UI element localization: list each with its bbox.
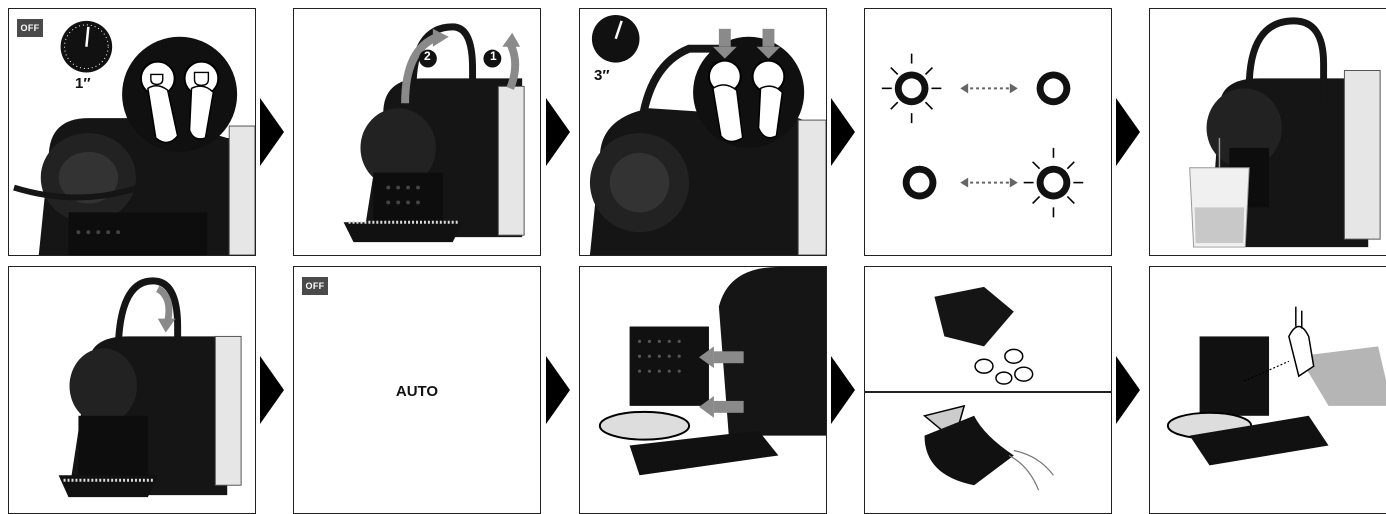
step-panel-3: 3″ xyxy=(579,8,827,256)
step-panel-10 xyxy=(1149,266,1386,514)
hand-icon xyxy=(1289,307,1314,376)
next-step-arrow xyxy=(260,356,284,424)
step-number-1: 1 xyxy=(490,49,497,63)
step-panel-4 xyxy=(864,8,1112,256)
next-step-arrow xyxy=(1116,356,1140,424)
drip-tray-removal-illustration xyxy=(580,267,826,513)
empty-container-illustration xyxy=(865,267,1111,513)
timer-label: 3″ xyxy=(594,67,610,84)
step-panel-8 xyxy=(579,266,827,514)
step-panel-2: 2 1 xyxy=(293,8,541,256)
auto-label: AUTO xyxy=(294,383,540,400)
step-panel-9 xyxy=(864,266,1112,514)
next-step-arrow xyxy=(260,98,284,166)
next-step-arrow xyxy=(831,356,855,424)
step-panel-1: OFF 1″ xyxy=(8,8,256,256)
stopwatch-icon xyxy=(580,9,826,255)
off-badge: OFF xyxy=(302,277,328,295)
lungo-cup-icon xyxy=(194,72,208,85)
flow-arrow-icon xyxy=(294,9,540,255)
clean-tray-illustration xyxy=(1150,267,1386,513)
espresso-cup-icon xyxy=(151,74,163,84)
step-number-2: 2 xyxy=(424,49,431,63)
next-step-arrow xyxy=(831,98,855,166)
next-step-arrow xyxy=(546,98,570,166)
step-panel-5 xyxy=(1149,8,1386,256)
panel-divider xyxy=(865,391,1111,393)
machine-water-illustration xyxy=(1150,9,1386,255)
next-step-arrow xyxy=(546,356,570,424)
blink-icon xyxy=(865,9,1111,255)
next-step-arrow xyxy=(1116,98,1140,166)
step-panel-6 xyxy=(8,266,256,514)
machine-lever-illustration xyxy=(9,267,255,513)
step-panel-7: OFF AUTO xyxy=(293,266,541,514)
cup-icons xyxy=(9,9,255,255)
